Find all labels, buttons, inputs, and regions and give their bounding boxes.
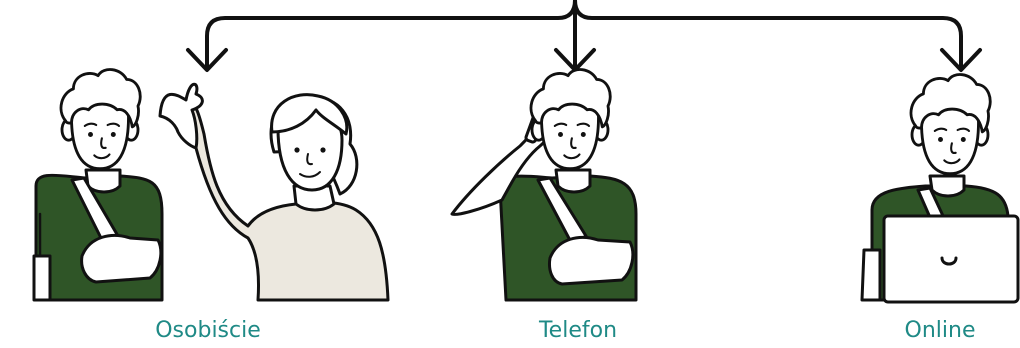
branch-top-line-right (575, 0, 961, 68)
person-on-phone-icon (452, 70, 636, 300)
person-with-laptop-icon (862, 75, 1018, 302)
branch-arrows (188, 0, 980, 70)
man-with-arm-sling-left (34, 70, 162, 300)
laptop-icon (884, 216, 1018, 302)
woman-figure (160, 84, 388, 300)
branch-top-line (207, 0, 575, 68)
two-people-meeting-icon (34, 70, 388, 300)
